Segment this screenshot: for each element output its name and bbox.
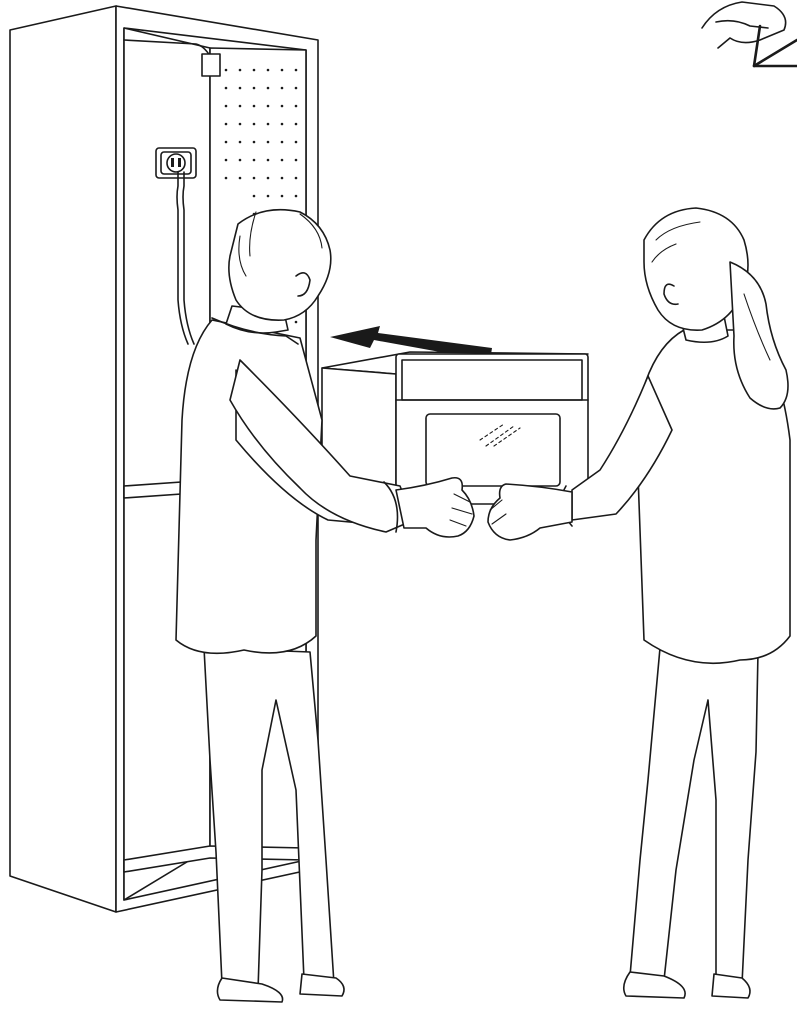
- perforation-dot: [225, 141, 228, 144]
- perforation-dot: [267, 123, 270, 126]
- perforation-dot: [225, 177, 228, 180]
- perforation-dot: [295, 177, 298, 180]
- perforation-dot: [253, 69, 256, 72]
- perforation-dot: [267, 195, 270, 198]
- perforation-dot: [239, 123, 242, 126]
- perforation-dot: [281, 195, 284, 198]
- cabinet-side-panel: [10, 6, 116, 912]
- perforation-dot: [281, 105, 284, 108]
- perforation-dot: [239, 105, 242, 108]
- left-installer-person: [176, 210, 474, 1002]
- perforation-dot: [253, 105, 256, 108]
- perforation-dot: [281, 177, 284, 180]
- perforation-dot: [225, 69, 228, 72]
- perforation-dot: [253, 141, 256, 144]
- wall-socket: [156, 148, 196, 178]
- perforation-dot: [267, 141, 270, 144]
- perforation-dot: [267, 177, 270, 180]
- perforation-dot: [239, 69, 242, 72]
- perforation-dot: [239, 87, 242, 90]
- perforation-dot: [295, 195, 298, 198]
- right-person-trousers: [630, 648, 758, 984]
- perforation-dot: [295, 105, 298, 108]
- perforation-dot: [295, 87, 298, 90]
- two-person-lift-warning-icon: [702, 2, 797, 66]
- perforation-dot: [295, 69, 298, 72]
- left-person-shoe: [300, 974, 344, 996]
- right-installer-person: [488, 208, 790, 998]
- perforation-dot: [253, 159, 256, 162]
- perforation-dot: [295, 159, 298, 162]
- perforation-dot: [253, 177, 256, 180]
- perforation-dot: [253, 195, 256, 198]
- perforation-dot: [225, 87, 228, 90]
- perforation-dot: [253, 123, 256, 126]
- perforation-dot: [295, 123, 298, 126]
- perforation-dot: [239, 159, 242, 162]
- right-person-hand: [488, 484, 572, 540]
- perforation-dot: [295, 141, 298, 144]
- oven-control-panel: [402, 360, 582, 400]
- perforation-dot: [267, 159, 270, 162]
- perforation-dot: [267, 87, 270, 90]
- right-person-shoe: [712, 974, 750, 998]
- perforation-dot: [239, 141, 242, 144]
- perforation-dot: [253, 87, 256, 90]
- perforation-dot: [239, 177, 242, 180]
- perforation-dot: [267, 69, 270, 72]
- right-person-shoe: [624, 972, 685, 998]
- perforation-dot: [225, 105, 228, 108]
- perforation-dot: [281, 159, 284, 162]
- perforation-dot: [225, 123, 228, 126]
- perforation-dot: [281, 87, 284, 90]
- cabinet-bracket: [202, 54, 220, 76]
- perforation-dot: [267, 105, 270, 108]
- perforation-dot: [281, 123, 284, 126]
- perforation-dot: [225, 159, 228, 162]
- perforation-dot: [281, 69, 284, 72]
- perforation-dot: [295, 321, 298, 324]
- oven-door-window: [426, 414, 560, 486]
- left-person-shoe: [217, 978, 282, 1002]
- perforation-dot: [281, 141, 284, 144]
